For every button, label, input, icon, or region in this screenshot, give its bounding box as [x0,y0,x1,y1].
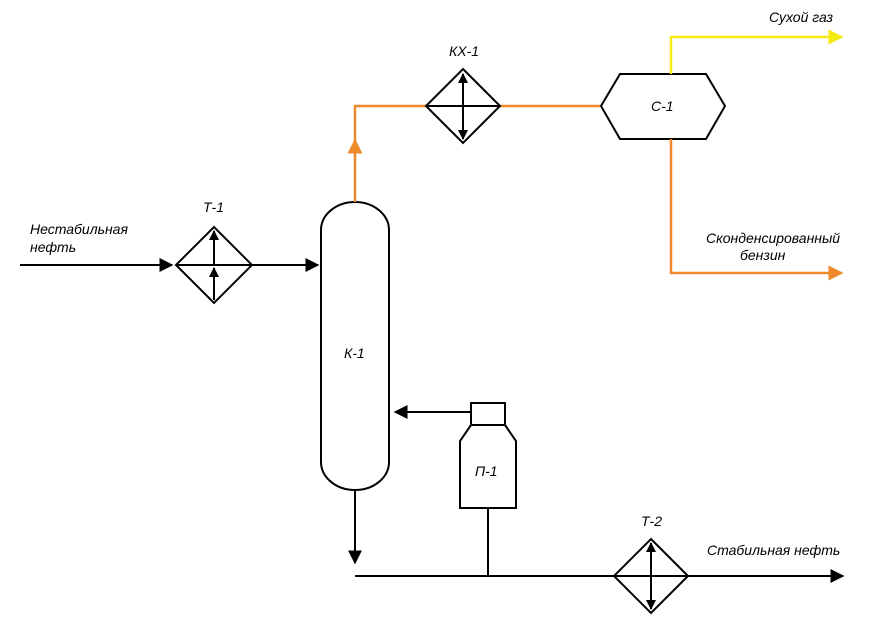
condensed-gasoline-line [669,139,844,281]
k1-label: К-1 [344,345,365,361]
gasoline-label-line1: Сконденсированный [706,230,840,246]
feed-label-line1: Нестабильная [30,221,128,237]
p1-label: П-1 [475,463,498,479]
c1-label: С-1 [651,98,674,114]
dry-gas-label: Сухой газ [769,9,833,25]
heat-exchanger-t2 [612,537,690,615]
overhead-to-condenser-line [353,104,426,145]
stable-oil-label: Стабильная нефть [707,542,840,558]
kx1-label: КХ-1 [449,43,479,59]
t2-label: Т-2 [641,513,662,529]
heat-exchanger-t1 [174,225,254,305]
gasoline-label-line2: бензин [740,247,786,263]
column-k1 [320,201,390,491]
furnace-p1 [459,402,517,509]
condenser-kx1 [424,67,502,145]
dry-gas-line [669,29,844,74]
feed-label-line2: нефть [30,239,76,255]
t1-label: Т-1 [203,199,224,215]
separator-c1 [599,73,727,140]
